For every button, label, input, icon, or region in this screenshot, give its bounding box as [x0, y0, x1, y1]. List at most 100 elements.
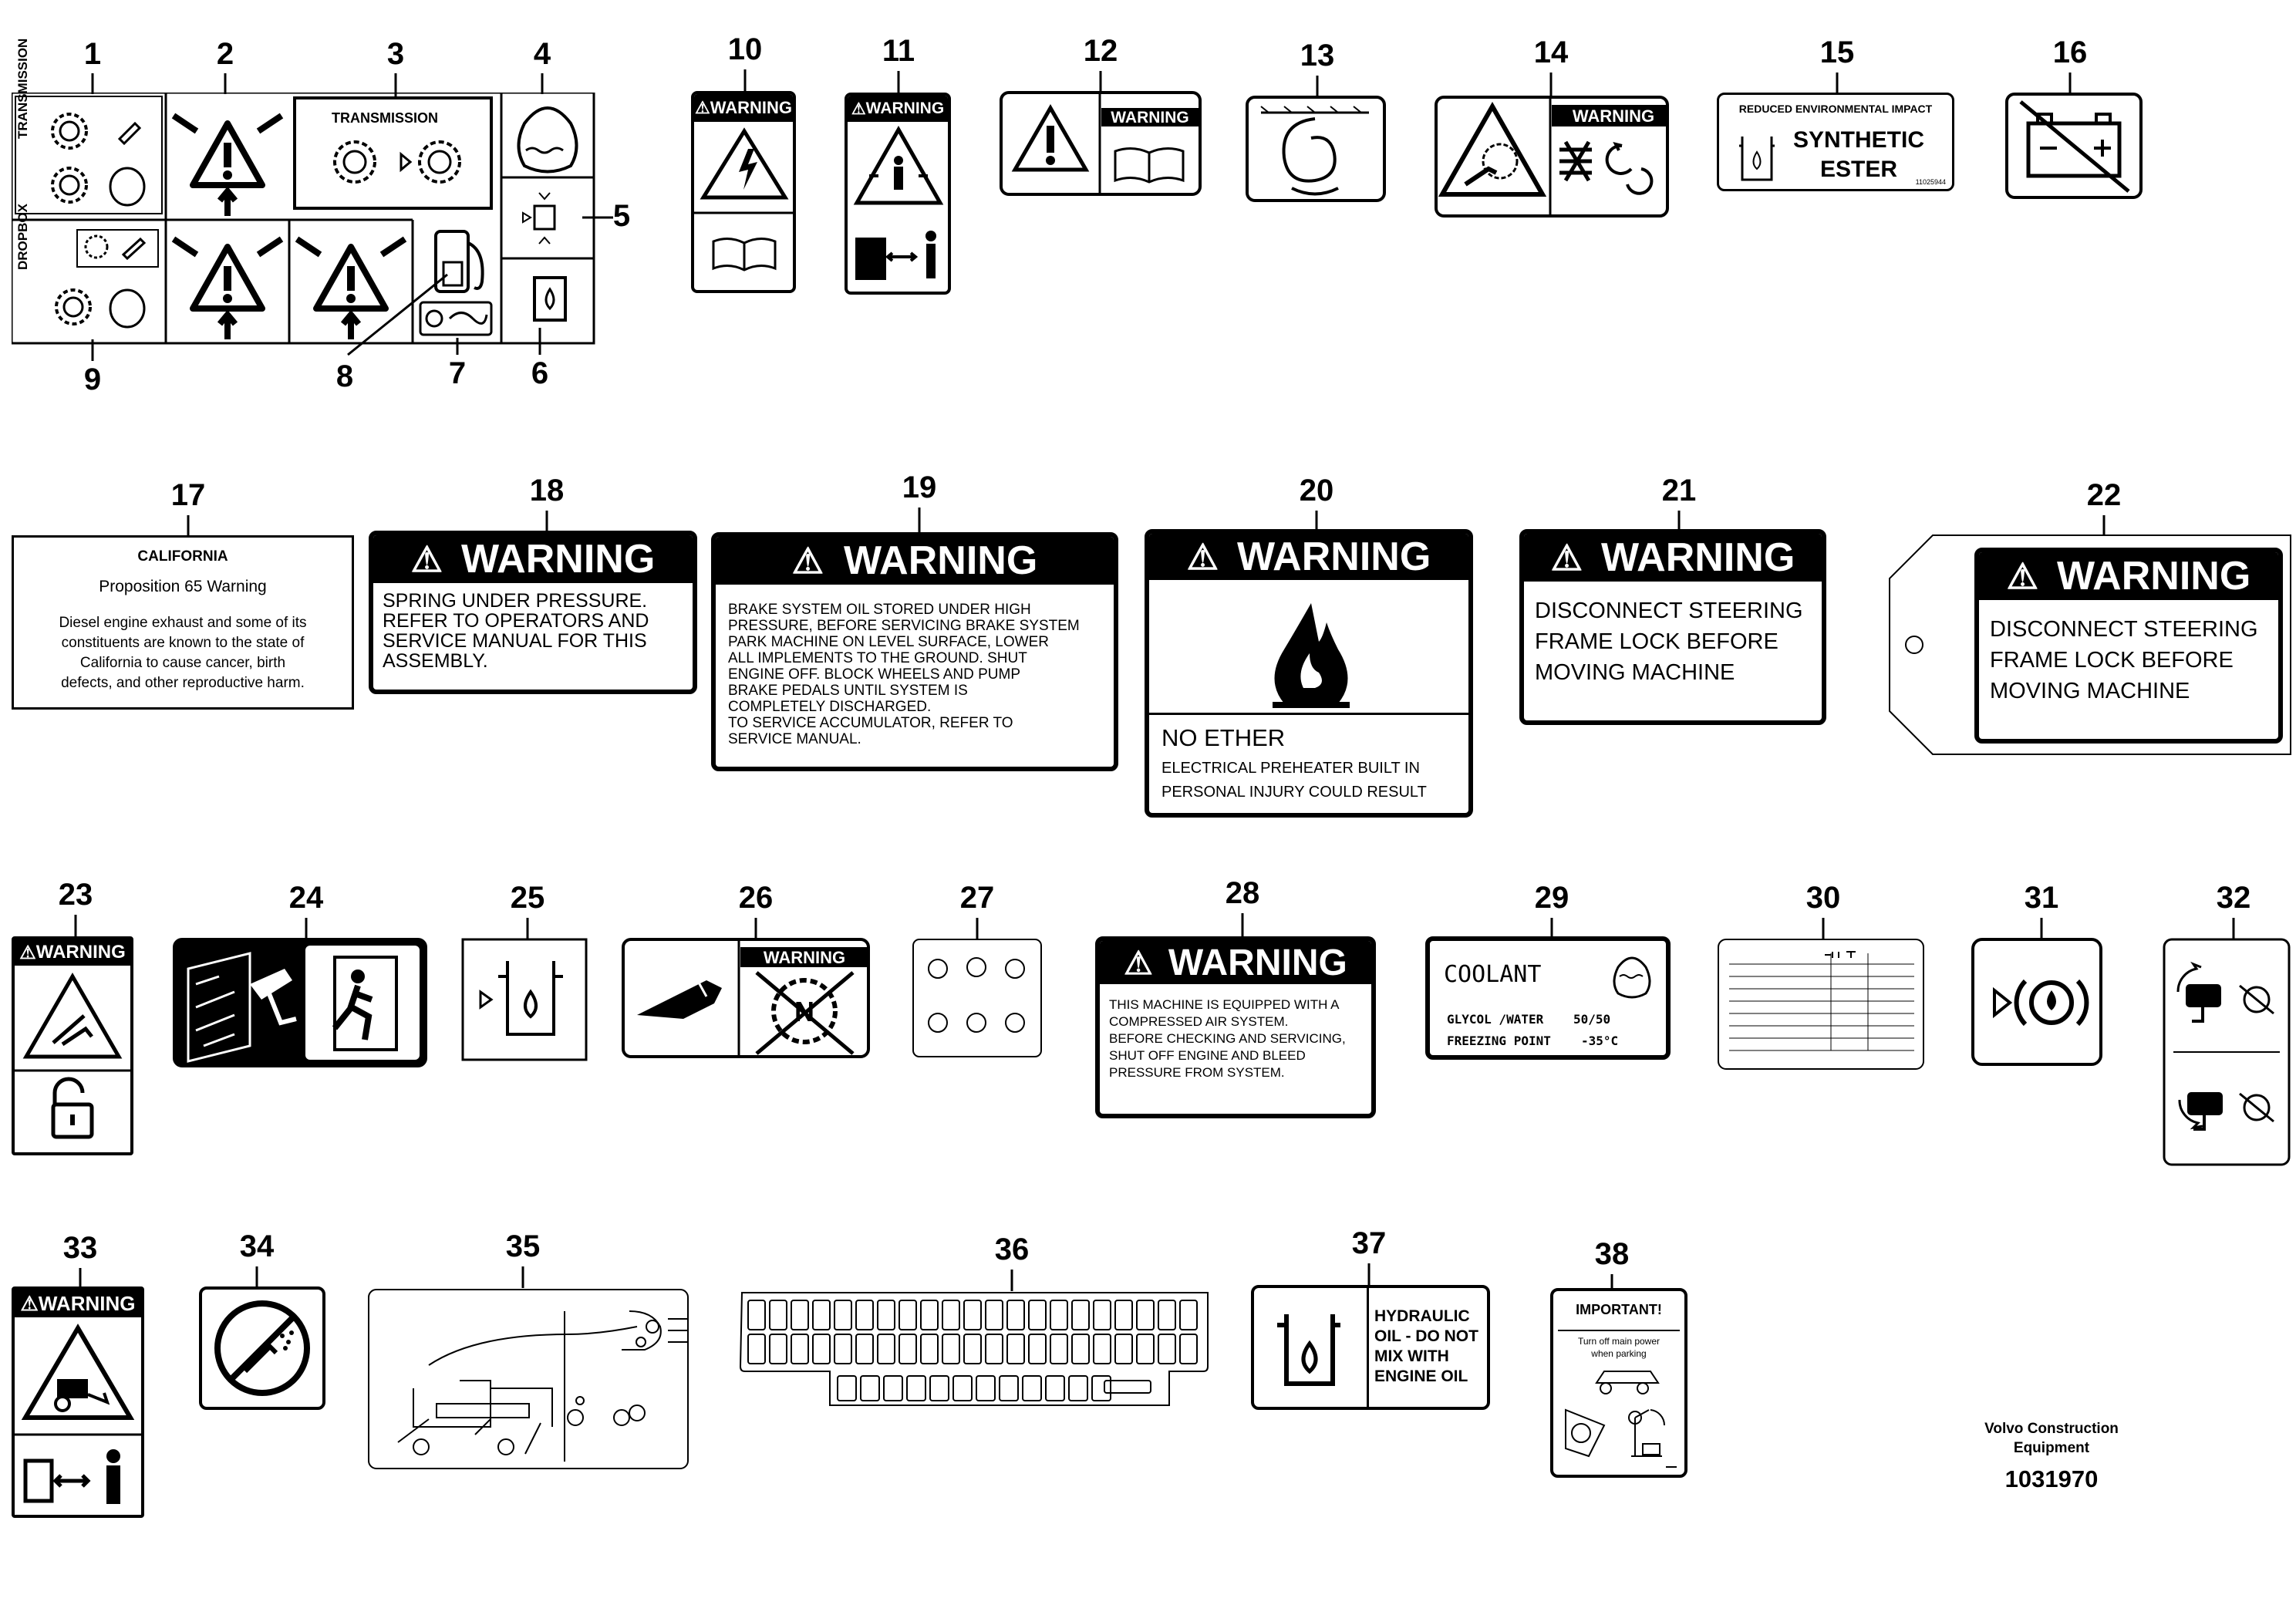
prop65-subtitle: Proposition 65 Warning: [99, 578, 267, 595]
callout-34: 34: [239, 1229, 275, 1263]
decal-18: ⚠WARNING SPRING UNDER PRESSURE. REFER TO…: [369, 531, 697, 694]
dropbox-side-label: DROPBOX: [15, 204, 30, 270]
decal-12: WARNING: [1000, 91, 1202, 196]
warning-header: ⚠WARNING: [716, 537, 1114, 585]
grease-gun-icon: [117, 121, 142, 146]
callout-19: 19: [902, 470, 937, 504]
brake-warning-text: BRAKE SYSTEM OIL STORED UNDER HIGH PRESS…: [728, 602, 1080, 747]
tag-hole: [1905, 636, 1923, 654]
callout-16: 16: [2052, 35, 2088, 69]
callout-32: 32: [2216, 881, 2251, 915]
callout-26: 26: [738, 881, 774, 915]
warning-icon: ⚠: [851, 99, 866, 118]
padlock-icon: [51, 1102, 94, 1139]
callout-28: 28: [1225, 876, 1260, 910]
decal-10: ⚠WARNING: [691, 91, 796, 293]
filter-icon: [109, 288, 146, 329]
brake-warning-icon: [2029, 980, 2074, 1025]
decal-23: ⚠WARNING: [12, 936, 133, 1155]
decal-29: COOLANT GLYCOL /WATER 50/50 FREEZING POI…: [1425, 936, 1671, 1060]
decal-panel-1-9: [12, 93, 595, 345]
decal-16: [2005, 93, 2143, 199]
neutral-gear-icon: [771, 978, 838, 1044]
freezing-label: FREEZING POINT: [1447, 1034, 1551, 1048]
decal-14: WARNING: [1435, 96, 1669, 218]
flame-icon: [1149, 603, 1468, 715]
warning-icon: ⚠: [1550, 538, 1583, 578]
decal-19: ⚠WARNING BRAKE SYSTEM OIL STORED UNDER H…: [711, 532, 1118, 771]
fuel-pump-icon: [434, 230, 484, 293]
callout-36: 36: [994, 1233, 1030, 1266]
spring-warning-text: SPRING UNDER PRESSURE. REFER TO OPERATOR…: [383, 590, 649, 672]
decal-24: [173, 938, 427, 1067]
warning-header: WARNING: [1111, 109, 1189, 126]
callout-33: 33: [62, 1231, 98, 1265]
decal-35: [368, 1289, 689, 1469]
decal-28: ⚠WARNING THIS MACHINE IS EQUIPPED WITH A…: [1095, 936, 1376, 1118]
callout-1: 1: [83, 37, 102, 71]
part-code: 11025944: [1915, 178, 1946, 186]
callout-4: 4: [533, 37, 551, 71]
no-spray-icon: [214, 1300, 310, 1396]
callout-5: 5: [612, 199, 631, 233]
callout-2: 2: [216, 37, 234, 71]
callout-24: 24: [288, 881, 324, 915]
warning-header: ⚠WARNING: [1524, 534, 1822, 582]
decal-33: ⚠WARNING: [12, 1286, 144, 1518]
callout-35: 35: [505, 1229, 541, 1263]
gear-drop-icon: [55, 288, 92, 325]
decal-21: ⚠WARNING DISCONNECT STEERING FRAME LOCK …: [1519, 529, 1826, 725]
callout-25: 25: [510, 881, 545, 915]
warning-icon: ⚠: [410, 539, 443, 579]
exit-door-icon: [333, 956, 398, 1051]
no-ether-heading: NO ETHER: [1161, 724, 1286, 751]
machine-tow-icon: [637, 980, 722, 1019]
warning-icon: ⚠: [2006, 556, 2038, 596]
callout-12: 12: [1083, 34, 1118, 68]
data-plate-lines: [1729, 953, 1914, 1051]
decal-36: [739, 1292, 1209, 1406]
callout-17: 17: [170, 478, 206, 512]
decal-17-prop65: CALIFORNIA Proposition 65 Warning Diesel…: [12, 535, 354, 710]
decal-37: HYDRAULIC OIL - DO NOT MIX WITH ENGINE O…: [1251, 1285, 1490, 1410]
callout-21: 21: [1661, 474, 1697, 508]
hydraulic-tank-icon: [533, 276, 567, 322]
decal-38: IMPORTANT! Turn off main power when park…: [1550, 1288, 1687, 1478]
callout-30: 30: [1805, 881, 1841, 915]
callout-23: 23: [58, 878, 93, 912]
warning-header: ⚠WARNING: [1100, 941, 1371, 984]
callout-22: 22: [2086, 478, 2122, 512]
company-name: Volvo Construction Equipment: [1984, 1421, 2119, 1456]
ester-text: ESTER: [1819, 157, 1898, 182]
callout-14: 14: [1533, 35, 1569, 69]
fall-hazard-lock-icon: [15, 972, 130, 1139]
preheater-text: ELECTRICAL PREHEATER BUILT IN PERSONAL I…: [1161, 760, 1427, 801]
indicator-circles: [928, 957, 1025, 1033]
runover-hazard-icon: [15, 1324, 141, 1504]
hydraulic-tank-icon: [1739, 137, 1775, 181]
frame-lock-text: DISCONNECT STEERING FRAME LOCK BEFORE MO…: [1535, 599, 1803, 685]
parking-text: when parking: [1591, 1348, 1647, 1359]
window-break-icon: [187, 952, 251, 1063]
no-hands-icon: [1559, 140, 1592, 182]
callout-8: 8: [335, 359, 354, 393]
warning-icon: ⚠: [791, 541, 824, 581]
frame-lock-text: DISCONNECT STEERING FRAME LOCK BEFORE MO…: [1990, 617, 2258, 703]
freezing-value: -35°C: [1581, 1034, 1619, 1048]
transmission-side-label: TRANSMISSION: [15, 38, 30, 139]
decal-15: REDUCED ENVIRONMENTAL IMPACT SYNTHETIC E…: [1717, 93, 1954, 191]
decal-26: WARNING N: [622, 938, 870, 1058]
decal-13: [1246, 96, 1386, 202]
warning-header: WARNING: [764, 948, 845, 967]
warning-triangle-icon: [171, 236, 284, 339]
callout-13: 13: [1300, 39, 1335, 73]
fan-hazard-icon: [1438, 101, 1547, 197]
callout-15: 15: [1819, 35, 1855, 69]
warning-icon: ⚠: [1124, 944, 1153, 981]
hydraulic-oil-text: HYDRAULIC OIL - DO NOT MIX WITH ENGINE O…: [1374, 1307, 1478, 1385]
gear-drop-icon: [51, 113, 88, 150]
decal-32: [2163, 938, 2291, 1166]
important-title: IMPORTANT!: [1576, 1302, 1662, 1317]
battery-icon: [2026, 121, 2122, 178]
